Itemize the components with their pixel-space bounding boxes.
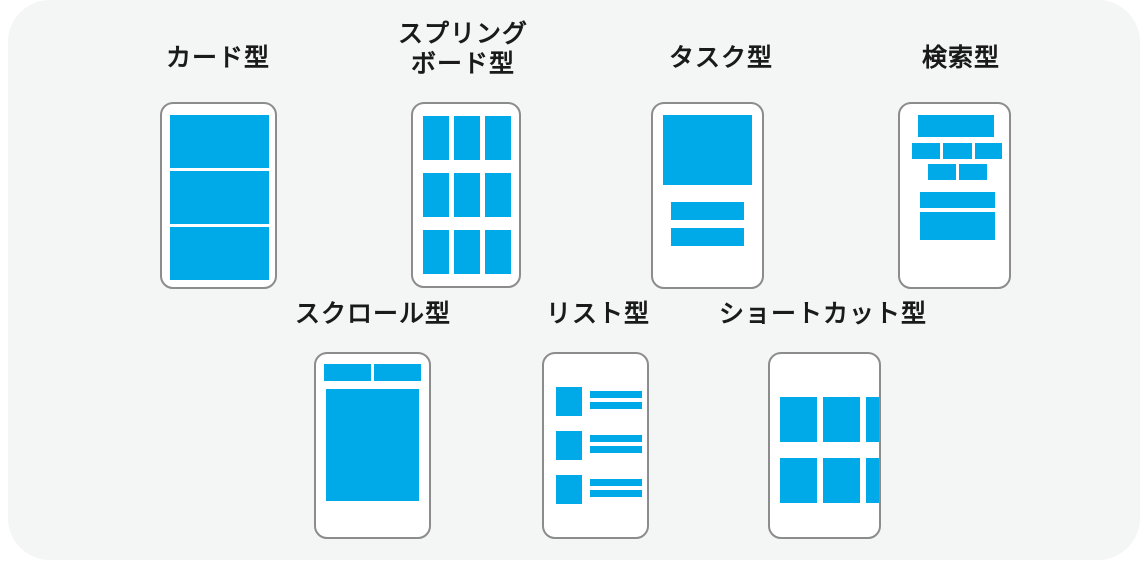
pattern-card-label: カード型 bbox=[165, 44, 270, 72]
task-action-bar bbox=[671, 202, 744, 220]
shortcut-tile bbox=[823, 458, 860, 503]
search-tag bbox=[928, 164, 956, 180]
task-hero-block bbox=[663, 115, 752, 185]
pattern-springboard-label: スプリング ボード型 bbox=[397, 20, 528, 78]
list-row-thumbnail bbox=[556, 475, 582, 504]
card-block bbox=[170, 227, 269, 280]
phone-frame-card bbox=[160, 102, 277, 289]
pattern-card: カード型 bbox=[90, 44, 346, 304]
diagram-panel: カード型 スプリング ボード型 タスク型 検索 bbox=[8, 0, 1140, 560]
scroll-tab bbox=[374, 364, 421, 381]
search-tag bbox=[912, 143, 940, 159]
pattern-shortcut: ショートカット型 bbox=[698, 300, 948, 548]
search-tag bbox=[975, 143, 1002, 159]
pattern-scroll: スクロール型 bbox=[248, 300, 498, 548]
springboard-tile bbox=[485, 116, 511, 160]
shortcut-tile-clipped bbox=[866, 397, 879, 442]
list-row-thumbnail bbox=[556, 387, 582, 416]
pattern-list-label: リスト型 bbox=[545, 300, 650, 328]
springboard-tile bbox=[454, 173, 480, 217]
search-tag bbox=[943, 143, 972, 159]
list-row-line bbox=[590, 391, 642, 398]
springboard-tile bbox=[485, 173, 511, 217]
pattern-list: リスト型 bbox=[508, 300, 688, 548]
search-field-block bbox=[918, 115, 994, 137]
list-row-line bbox=[590, 479, 642, 486]
pattern-shortcut-label: ショートカット型 bbox=[718, 300, 927, 328]
phone-frame-shortcut bbox=[768, 352, 881, 539]
pattern-task: タスク型 bbox=[593, 44, 849, 304]
pattern-task-label: タスク型 bbox=[668, 44, 773, 72]
list-row-line bbox=[590, 446, 642, 453]
card-block bbox=[170, 115, 269, 168]
shortcut-tile bbox=[823, 397, 860, 442]
pattern-search-label: 検索型 bbox=[921, 44, 1000, 72]
springboard-tile bbox=[423, 116, 449, 160]
phone-frame-task bbox=[651, 102, 764, 289]
phone-frame-search bbox=[898, 102, 1011, 289]
springboard-tile bbox=[485, 230, 511, 274]
list-row-line bbox=[590, 402, 642, 409]
list-row-line bbox=[590, 490, 642, 497]
pattern-scroll-label: スクロール型 bbox=[294, 300, 451, 328]
springboard-tile bbox=[454, 230, 480, 274]
shortcut-tile bbox=[780, 397, 817, 442]
scroll-tab bbox=[324, 364, 371, 381]
shortcut-tile bbox=[780, 458, 817, 503]
search-tag bbox=[959, 164, 987, 180]
scroll-content-block bbox=[326, 389, 419, 501]
card-block bbox=[170, 171, 269, 224]
phone-frame-springboard bbox=[411, 102, 521, 288]
task-action-bar bbox=[671, 228, 744, 246]
springboard-tile bbox=[423, 230, 449, 274]
phone-frame-list bbox=[542, 352, 649, 539]
pattern-springboard: スプリング ボード型 bbox=[338, 20, 588, 310]
phone-frame-scroll bbox=[314, 352, 431, 539]
pattern-search: 検索型 bbox=[836, 44, 1086, 304]
springboard-tile bbox=[454, 116, 480, 160]
search-result-block bbox=[920, 192, 995, 208]
list-row-thumbnail bbox=[556, 431, 582, 460]
shortcut-tile-clipped bbox=[866, 458, 879, 503]
search-result-block bbox=[920, 212, 995, 240]
list-row-line bbox=[590, 435, 642, 442]
springboard-tile bbox=[423, 173, 449, 217]
